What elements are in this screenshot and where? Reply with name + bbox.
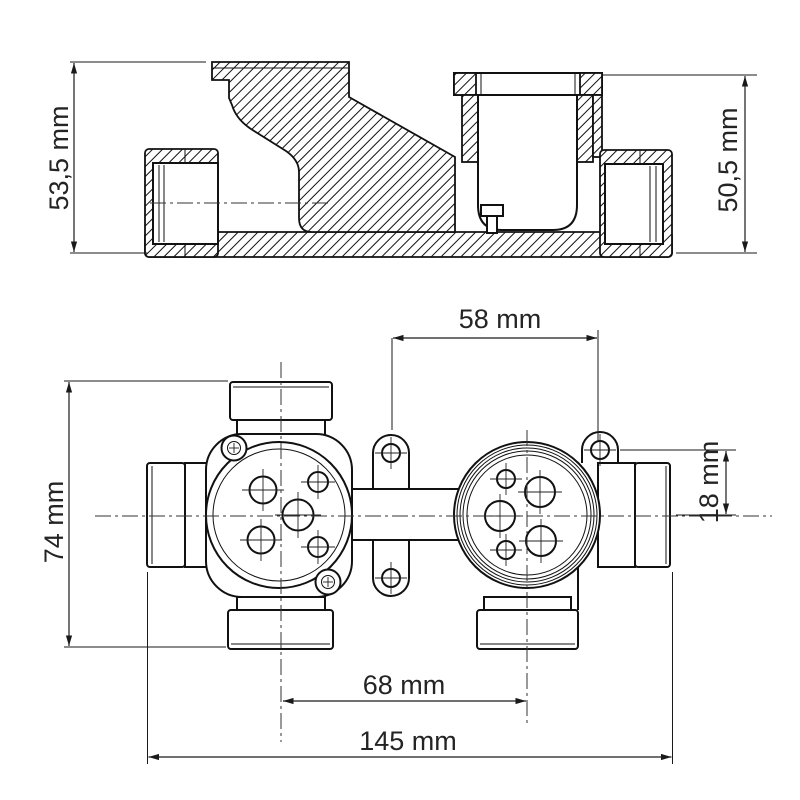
dim-50-5-label: 50,5 mm (713, 107, 743, 212)
dim-74-label: 74 mm (39, 481, 69, 564)
dim-58-label: 58 mm (459, 304, 542, 334)
dim-145-label: 145 mm (359, 726, 457, 756)
mounting-ear-right (581, 431, 619, 466)
left-inlet-port (146, 462, 211, 568)
dim-145: 145 mm (147, 572, 673, 764)
stud-section (480, 204, 504, 234)
dim-68-label: 68 mm (363, 670, 446, 700)
bottom-rail-section (144, 231, 673, 258)
crossbar (349, 488, 461, 541)
dim-50-5: 50,5 mm (603, 74, 757, 254)
right-flange-holes (478, 463, 563, 566)
outlet-socket-section (453, 72, 603, 234)
section-view (144, 61, 673, 258)
mounting-ear-top (372, 434, 410, 490)
body-section (211, 61, 456, 233)
dim-18-label: 18 mm (694, 441, 724, 524)
mounting-ear-bottom (372, 540, 410, 597)
screw-boss-top-left (220, 434, 248, 462)
right-port-section (599, 149, 673, 258)
dim-74: 74 mm (39, 380, 228, 648)
right-outlet-pipe (577, 462, 671, 610)
screw-boss-bottom-right (314, 568, 342, 596)
dim-18: 18 mm (620, 441, 736, 524)
dim-58: 58 mm (391, 304, 599, 442)
plan-view (95, 362, 772, 742)
left-flange-holes (240, 465, 335, 564)
dim-68: 68 mm (283, 670, 526, 705)
dim-53-5-label: 53,5 mm (44, 105, 74, 210)
dim-53-5: 53,5 mm (44, 61, 206, 254)
